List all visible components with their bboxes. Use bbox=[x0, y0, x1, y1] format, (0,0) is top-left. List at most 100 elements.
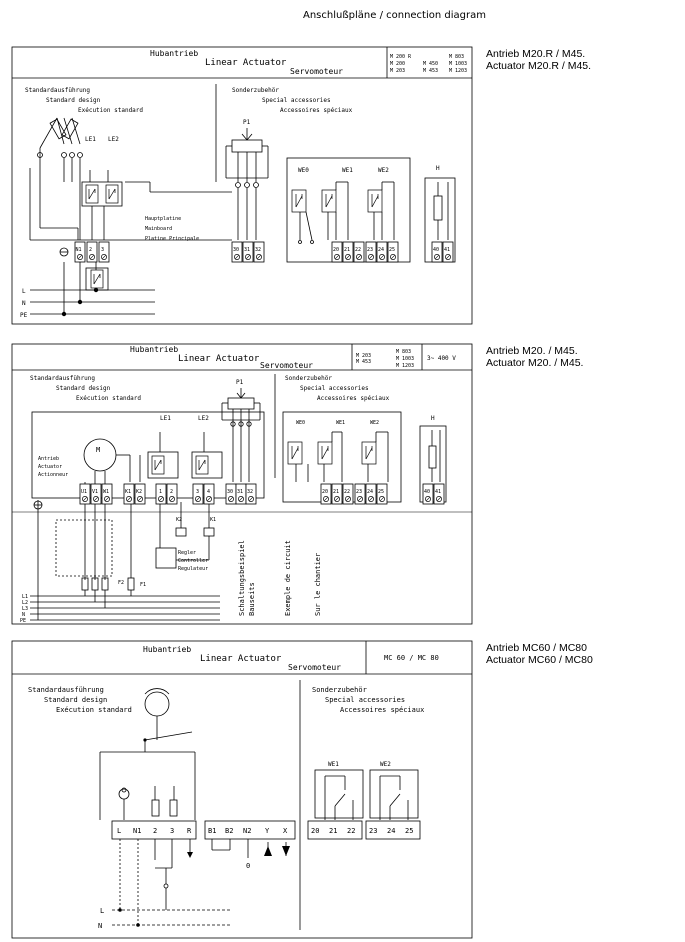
terminal-label: 20 bbox=[311, 827, 319, 835]
diagram2-f2-label: F2 bbox=[118, 580, 124, 586]
terminal-label: X bbox=[283, 827, 288, 835]
terminal-label: W1 bbox=[103, 489, 109, 495]
diagram1-le1-label: LE1 bbox=[85, 136, 96, 143]
diagram3 bbox=[11, 640, 473, 939]
diagram3-title-line2: Linear Actuator bbox=[200, 654, 282, 664]
diagram1-model: M 1203 bbox=[449, 68, 467, 74]
diagram2-model: M 803 bbox=[396, 349, 411, 355]
diagram1-title-line3: Servomoteur bbox=[290, 67, 343, 76]
diagram2-side-label-en: Actuator M20. / M45. bbox=[486, 357, 584, 369]
diagram1-we0-label: WE0 bbox=[298, 167, 309, 174]
diagram2-design-en: Standard design bbox=[56, 385, 111, 392]
terminal-label: 25 bbox=[389, 247, 395, 253]
diagram2-motor-label: M bbox=[96, 446, 100, 454]
diagram3-zero-label: 0 bbox=[246, 862, 250, 870]
diagram1-accessories-fr: Accessoires spéciaux bbox=[280, 107, 353, 114]
terminal-label: 20 bbox=[322, 489, 328, 495]
diagram2-side-label-de: Antrieb M20. / M45. bbox=[486, 345, 578, 357]
diagram2-accessories-de: Sonderzubehör bbox=[285, 375, 332, 382]
diagram1-model: M 203 bbox=[390, 68, 405, 74]
terminal-label: 32 bbox=[247, 489, 253, 495]
diagram3-side-label-de: Antrieb MC60 / MC80 bbox=[486, 642, 587, 654]
diagram1-design-de: Standardausführung bbox=[25, 87, 90, 94]
diagram1-accessories-en: Special accessories bbox=[262, 97, 331, 104]
terminal-label: N1 bbox=[76, 247, 82, 253]
diagram1-we2-label: WE2 bbox=[378, 167, 389, 174]
terminal-label: 22 bbox=[355, 247, 361, 253]
terminal-label: B2 bbox=[225, 827, 233, 835]
terminal-label: N1 bbox=[133, 827, 141, 835]
diagram2-model: M 1003 bbox=[396, 356, 414, 362]
terminal-label: 23 bbox=[367, 247, 373, 253]
terminal-label: L bbox=[117, 827, 121, 835]
diagram2-example-de2: Bauseits bbox=[248, 582, 256, 616]
diagram3-title-line1: Hubantrieb bbox=[143, 645, 191, 654]
diagram3-we2-label: WE2 bbox=[380, 761, 391, 768]
diagram1-model: M 450 bbox=[423, 61, 438, 67]
terminal-label: 2 bbox=[89, 247, 92, 253]
diagram2-model: M 1203 bbox=[396, 363, 414, 369]
diagram2 bbox=[11, 343, 473, 625]
terminal-label: 2 bbox=[170, 489, 173, 495]
terminal-label: Y bbox=[265, 827, 270, 835]
diagram3-accessories-en: Special accessories bbox=[325, 696, 405, 704]
diagram3-we1-label: WE1 bbox=[328, 761, 339, 768]
terminal-label: 3 bbox=[196, 489, 199, 495]
diagram1-title-line1: Hubantrieb bbox=[150, 49, 198, 58]
diagram2-title-line2: Linear Actuator bbox=[178, 354, 260, 364]
diagram1-terminals bbox=[74, 241, 454, 263]
diagram1-model: M 803 bbox=[449, 54, 464, 60]
diagram2-example-fr: Exemple de circuit bbox=[284, 540, 292, 616]
terminal-label: B1 bbox=[208, 827, 216, 835]
diagram2-f1-label: F1 bbox=[140, 582, 146, 588]
diagram3-accessories-fr: Accessoires spéciaux bbox=[340, 706, 424, 714]
diagram3-design-en: Standard design bbox=[44, 696, 107, 704]
terminal-label: 3 bbox=[170, 827, 174, 835]
diagram2-controller-de: Regler bbox=[178, 550, 196, 556]
terminal-label: 22 bbox=[347, 827, 355, 835]
diagram1-accessories-de: Sonderzubehör bbox=[232, 87, 279, 94]
diagram2-controller-fr: Regulateur bbox=[178, 566, 208, 572]
diagram2-accessories-fr: Accessoires spéciaux bbox=[317, 395, 390, 402]
diagram1-we1-label: WE1 bbox=[342, 167, 353, 174]
diagram2-k2-label: K2 bbox=[176, 517, 182, 523]
terminal-label: V1 bbox=[92, 489, 98, 495]
diagram3-title-line3: Servomoteur bbox=[288, 663, 341, 672]
diagram2-example-de: Schaltungsbeispiel bbox=[238, 540, 246, 616]
terminal-label: 32 bbox=[255, 247, 261, 253]
terminal-label: 24 bbox=[387, 827, 395, 835]
diagram2-line-label: PE bbox=[20, 618, 26, 624]
terminal-label: 4 bbox=[207, 489, 210, 495]
terminal-label: 30 bbox=[227, 489, 233, 495]
diagram3-accessories-de: Sonderzubehör bbox=[312, 686, 367, 694]
diagram2-accessories-en: Special accessories bbox=[300, 385, 369, 392]
diagram1-side-label-de: Antrieb M20.R / M45. bbox=[486, 48, 586, 60]
diagram3-side-label: Antrieb MC60 / MC80 Actuator MC60 / MC80 bbox=[486, 642, 593, 666]
terminal-label: 25 bbox=[378, 489, 384, 495]
diagram1-line-label: L bbox=[22, 288, 26, 295]
diagram2-k1-label: K1 bbox=[210, 517, 216, 523]
diagram3-arrows bbox=[118, 738, 290, 927]
diagram1-model: M 1003 bbox=[449, 61, 467, 67]
diagram2-le1-label: LE1 bbox=[160, 415, 171, 422]
terminal-label: 31 bbox=[237, 489, 243, 495]
terminal-label: 41 bbox=[444, 247, 450, 253]
diagram1-model: M 200 bbox=[390, 61, 405, 67]
diagram2-line-label: L3 bbox=[22, 606, 28, 612]
diagram2-title-line3: Servomoteur bbox=[260, 361, 313, 370]
diagram3-line-label: L bbox=[100, 907, 104, 915]
terminal-label: 21 bbox=[329, 827, 337, 835]
diagram1-side-label-en: Actuator M20.R / M45. bbox=[486, 60, 592, 72]
terminal-label: 21 bbox=[333, 489, 339, 495]
terminal-label: K2 bbox=[136, 489, 142, 495]
diagram3-models: MC 60 / MC 80 bbox=[384, 654, 439, 662]
terminal-label: 41 bbox=[435, 489, 441, 495]
diagram1-frame bbox=[11, 46, 473, 325]
diagram1 bbox=[11, 46, 473, 325]
terminal-label: 24 bbox=[378, 247, 384, 253]
terminal-label: 40 bbox=[433, 247, 439, 253]
diagram1-mainboard-de: Hauptplatine bbox=[145, 216, 181, 222]
terminal-label: 1 bbox=[159, 489, 162, 495]
terminal-label: 30 bbox=[233, 247, 239, 253]
diagram3-design-de: Standardausführung bbox=[28, 686, 104, 694]
